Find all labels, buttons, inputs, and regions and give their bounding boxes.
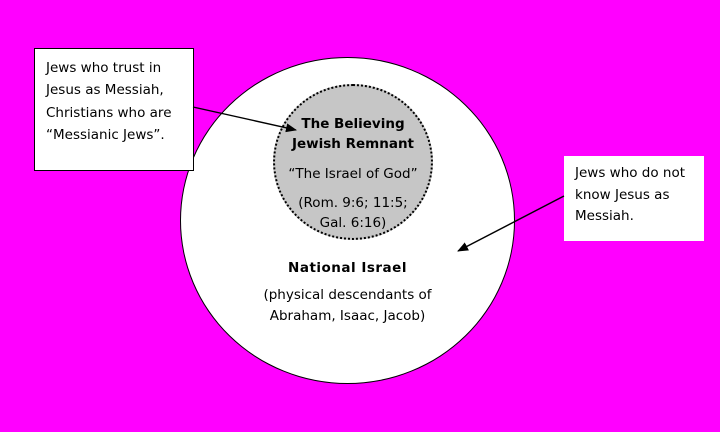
callout-right-box: Jews who do not know Jesus as Messiah. [564, 156, 704, 241]
national-israel-label-block: National Israel (physical descendants of… [180, 258, 515, 326]
believing-remnant-title-line1: The Believing [301, 116, 405, 132]
callout-left-box: Jews who trust in Jesus as Messiah, Chri… [34, 48, 194, 171]
national-israel-subtitle: (physical descendants of Abraham, Isaac,… [180, 285, 515, 326]
national-israel-title: National Israel [288, 260, 407, 276]
callout-left-line1: Jews who trust in [46, 60, 162, 76]
callout-left-line2: Jesus as Messiah, [46, 82, 164, 99]
national-israel-subtitle-line1: (physical descendants of [263, 287, 432, 303]
believing-remnant-circle: The Believing Jewish Remnant “The Israel… [273, 84, 433, 240]
callout-right-line3: Messiah. [575, 208, 634, 224]
callout-right-line2: know Jesus as [575, 186, 670, 203]
callout-left-line3: Christians who are [46, 104, 172, 121]
national-israel-subtitle-line2: Abraham, Isaac, Jacob) [269, 307, 426, 324]
believing-remnant-title-line2: Jewish Remnant [291, 136, 415, 152]
scripture-reference-line2: Gal. 6:16) [319, 215, 387, 231]
scripture-reference-line1: (Rom. 9:6; 11:5; [298, 195, 408, 211]
israel-of-god-subtitle: “The Israel of God” [288, 166, 418, 182]
callout-left-line4: “Messianic Jews”. [46, 126, 165, 143]
callout-right-line1: Jews who do not [575, 165, 686, 181]
